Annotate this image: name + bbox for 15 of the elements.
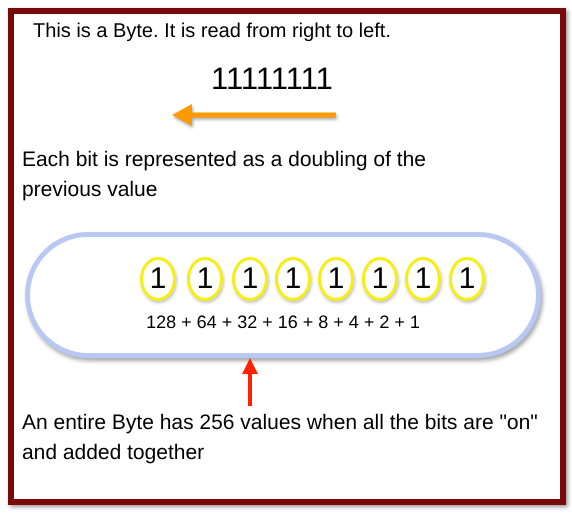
text-label: 11111111 (211, 60, 333, 98)
bit-circle: 1 (449, 257, 485, 301)
bit-circle: 1 (232, 257, 268, 301)
bit-circle: 1 (362, 257, 398, 301)
sum-text: 128 + 64 + 32 + 16 + 8 + 4 + 2 + 1 (145, 312, 421, 333)
note-text: An entire Byte has 256 values when all the bits are "on" and added together (22, 410, 539, 466)
bit-circle: 1 (187, 257, 223, 301)
rounded-capsule (25, 232, 541, 358)
arrow (242, 358, 258, 406)
bit-circle: 1 (140, 257, 176, 301)
bit-circle: 1 (275, 257, 311, 301)
bit-circle: 1 (318, 257, 354, 301)
text-label: Each bit is represented as a doubling of the previous value (22, 147, 427, 204)
bit-circle: 1 (405, 257, 441, 301)
text-label: This is a Byte. It is read from right to left. (33, 19, 391, 44)
